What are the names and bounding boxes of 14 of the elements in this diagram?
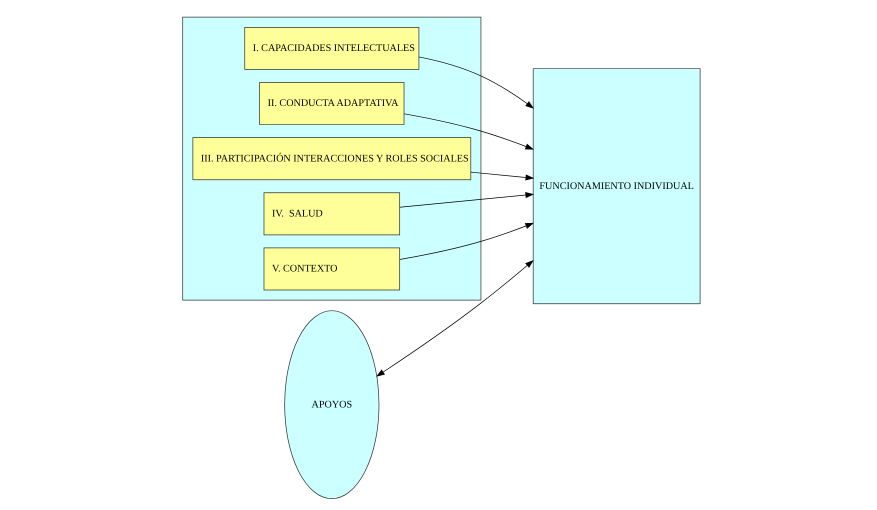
- cluster: [182, 16, 482, 301]
- node-box: FUNCIONAMIENTO INDIVIDUAL: [532, 68, 700, 304]
- node-box: I. CAPACIDADES INTELECTUALES: [244, 26, 420, 70]
- node-box: IV. SALUD: [264, 192, 400, 236]
- node-ellipse: APOYOS: [284, 310, 380, 499]
- arrow: [404, 113, 534, 150]
- arrow: [470, 172, 534, 180]
- arrow: [376, 260, 534, 377]
- node-box: II. CONDUCTA ADAPTATIVA: [259, 82, 404, 125]
- arrow: [399, 222, 534, 260]
- arrow: [399, 192, 534, 208]
- arrow: [418, 56, 534, 109]
- node-box: V. CONTEXTO: [264, 248, 400, 290]
- node-box: III. PARTICIPACIÓN INTERACCIONES Y ROLES SOCIALES: [192, 137, 472, 180]
